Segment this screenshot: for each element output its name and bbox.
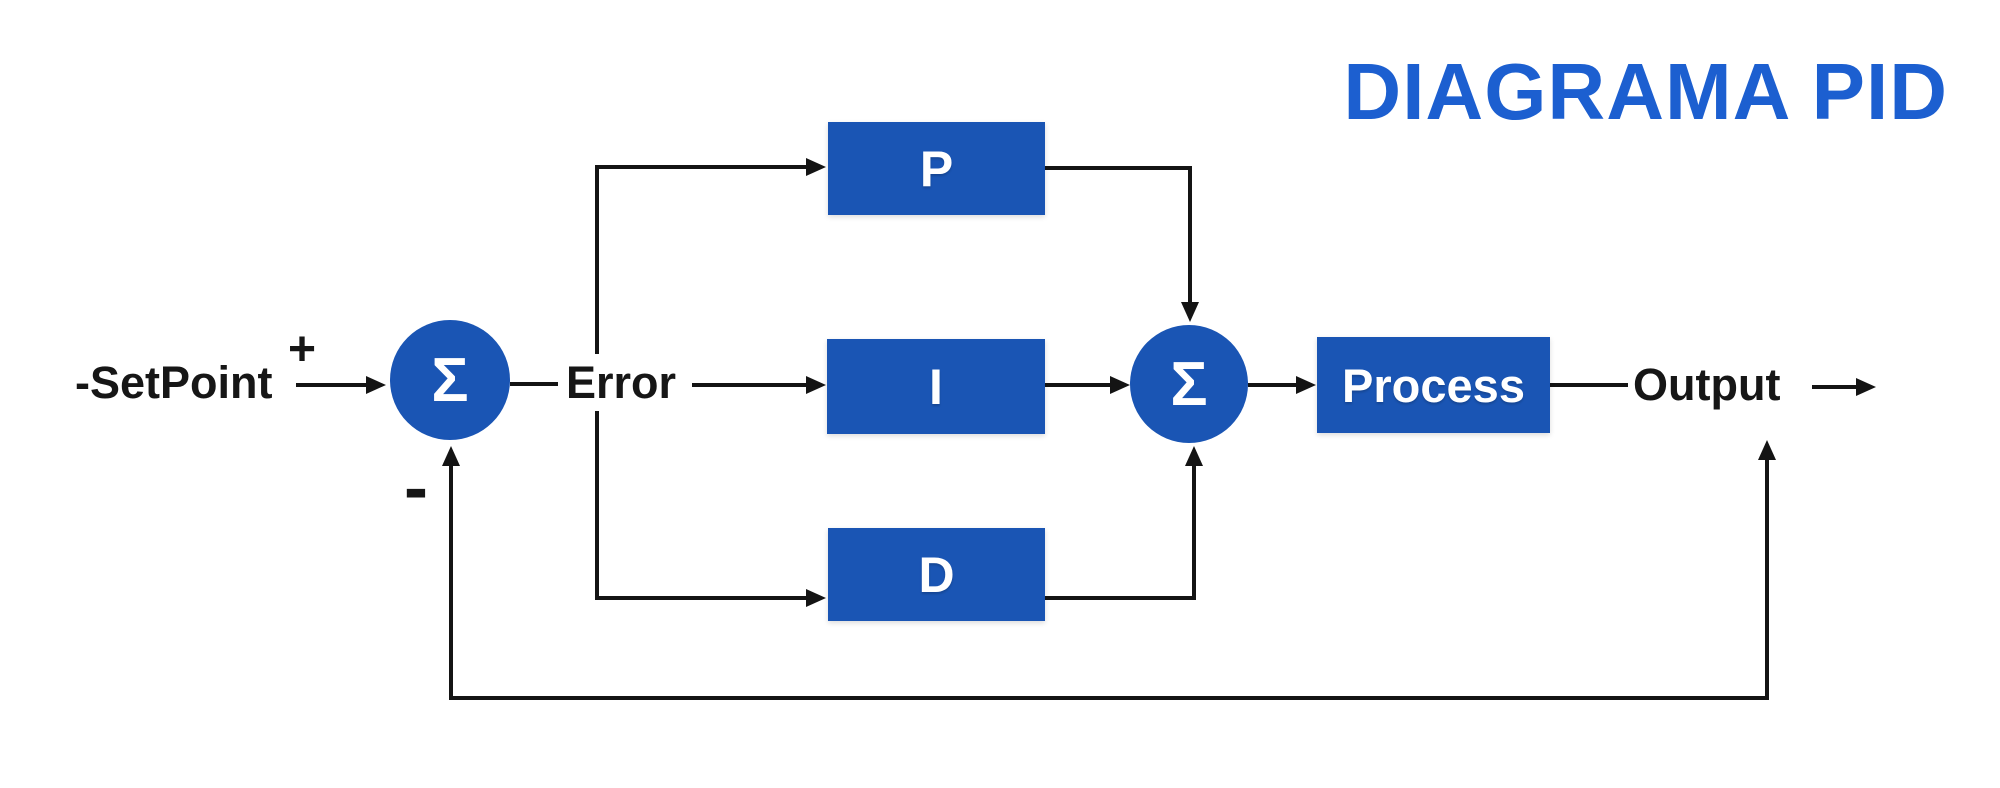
arrowhead-feedback-into-sum1 xyxy=(442,446,460,466)
arrowhead-setpoint-to-sum1 xyxy=(366,376,386,394)
derivative-block-label: D xyxy=(918,546,955,603)
arrowhead-output-outgoing xyxy=(1856,378,1876,396)
plus-sign-label: + xyxy=(288,323,317,376)
minus-sign-label: - xyxy=(404,448,428,528)
integral-block: I xyxy=(827,339,1045,434)
sigma-symbol: Σ xyxy=(1170,349,1208,419)
summation-node-2: Σ xyxy=(1130,325,1248,443)
edge-d-to-sum2 xyxy=(1045,462,1196,600)
proportional-block: P xyxy=(828,122,1045,215)
arrowhead-error-to-i xyxy=(806,376,826,394)
arrowhead-p-to-sum2 xyxy=(1181,302,1199,322)
edge-p-to-sum2 xyxy=(1045,166,1192,306)
arrowhead-error-to-p xyxy=(806,158,826,176)
sigma-symbol: Σ xyxy=(431,345,469,415)
edge-feedback-loop xyxy=(449,456,1769,700)
arrowhead-error-to-d xyxy=(806,589,826,607)
error-label: Error xyxy=(558,354,685,411)
summation-node-1: Σ xyxy=(390,320,510,440)
output-label: Output xyxy=(1633,359,1781,410)
proportional-block-label: P xyxy=(919,140,954,197)
setpoint-label: -SetPoint xyxy=(75,357,273,408)
process-block-label: Process xyxy=(1342,358,1525,412)
arrowhead-i-to-sum2 xyxy=(1110,376,1130,394)
process-block: Process xyxy=(1317,337,1550,433)
derivative-block: D xyxy=(828,528,1045,621)
arrowhead-d-to-sum2 xyxy=(1185,446,1203,466)
integral-block-label: I xyxy=(929,358,943,415)
arrowhead-sum2-to-process xyxy=(1296,376,1316,394)
page-title: DIAGRAMA PID xyxy=(1343,47,1948,136)
arrowhead-feedback-below-output xyxy=(1758,440,1776,460)
